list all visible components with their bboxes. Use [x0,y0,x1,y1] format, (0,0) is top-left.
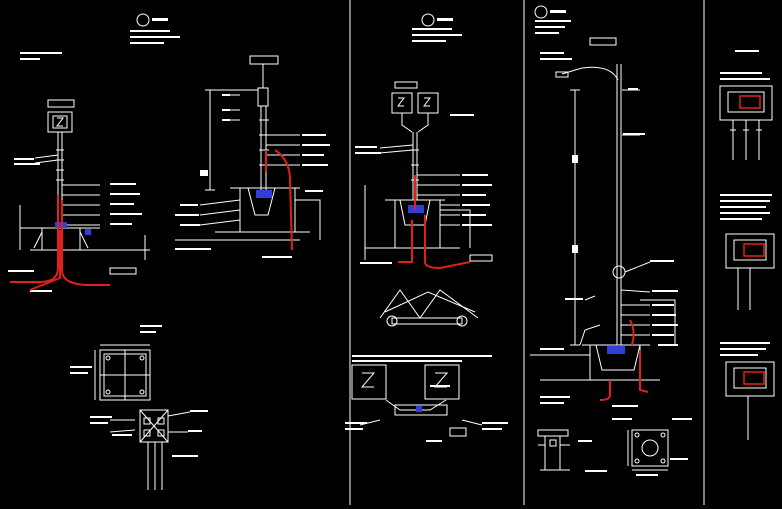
detail-2-blue-fittings [256,190,272,198]
detail-3-anchor-plate [70,325,208,490]
detail-1-cables [10,195,110,291]
detail-4-double-pole [355,13,493,264]
sheet-dividers [349,0,705,505]
detail-5b-base-plates [537,418,692,476]
detail-6-panels [719,50,775,440]
detail-5-cables [599,319,649,401]
detail-6-panel-screens [739,95,765,385]
detail-5-tall-pole [530,5,678,407]
detail-5-blue-fittings [607,346,625,354]
detail-4b-blue-fittings [416,406,422,412]
detail-4b-bracket [345,289,508,442]
detail-4-cables [398,175,471,270]
detail-1-lamp-post [8,13,180,292]
detail-2-cables [265,149,293,251]
detail-2-pole-section [175,55,330,258]
